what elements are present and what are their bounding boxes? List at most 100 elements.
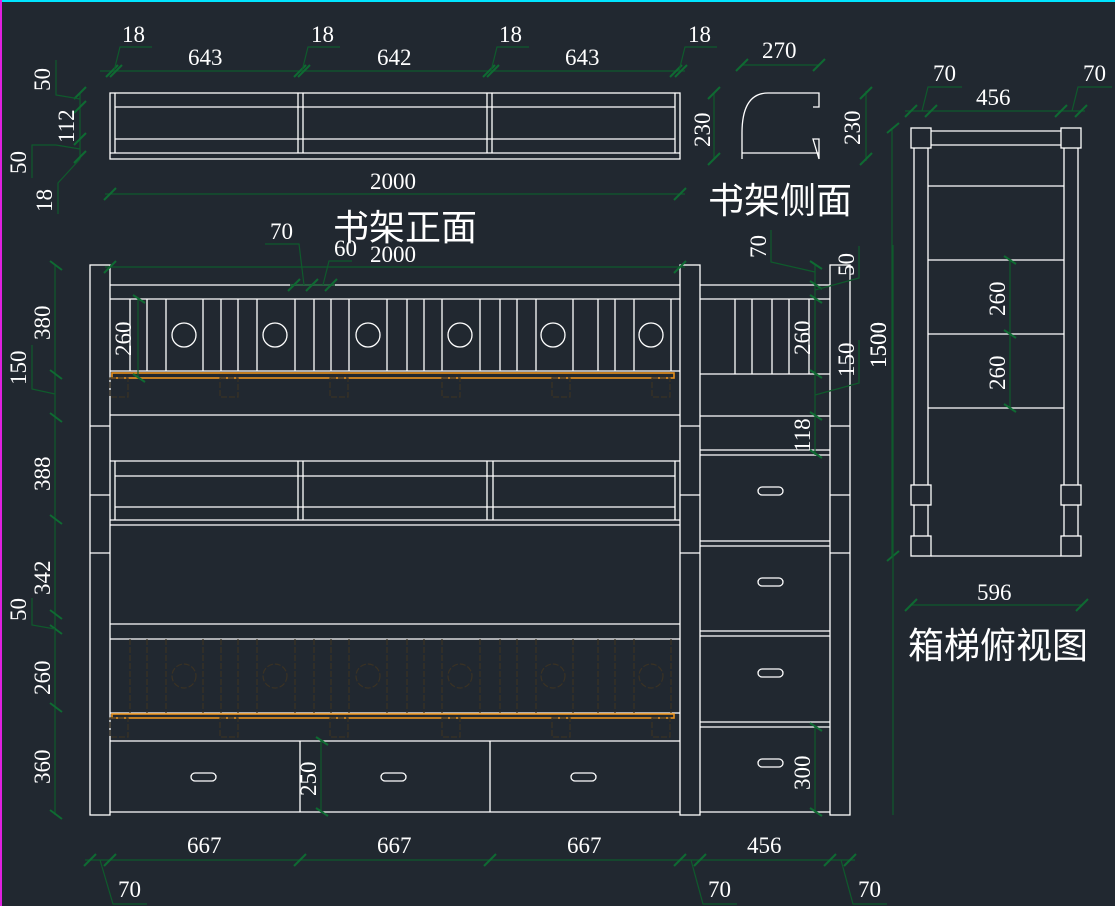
- drawer-handle: [380, 772, 407, 782]
- guard-knob: [262, 322, 288, 348]
- dim-label: 1500: [866, 322, 891, 368]
- hidden-block: [219, 717, 239, 738]
- dim-label: 667: [567, 833, 602, 858]
- hidden-block: [441, 717, 461, 738]
- dim-label: 18: [311, 22, 334, 47]
- viewport-left-border: [0, 0, 2, 906]
- dim-label: 260: [30, 661, 55, 696]
- dim-label: 2000: [370, 169, 416, 194]
- shelf-outline: [109, 92, 681, 160]
- lower-hidden-blocks: [109, 717, 671, 738]
- middle-post: [679, 264, 701, 816]
- dim-label: 1500: [866, 322, 891, 368]
- hidden-block: [219, 377, 239, 398]
- guard-knob: [262, 663, 288, 689]
- guard-knob: [540, 322, 566, 348]
- hidden-block: [109, 377, 129, 398]
- dim-label: 50: [30, 68, 55, 91]
- dim-label: 380: [30, 306, 55, 341]
- dim-label: 150: [834, 343, 859, 378]
- dim-label: 70: [746, 235, 771, 258]
- bed-front-labels: 70 60 2000 380 150 388 342 50 260 360 26…: [6, 219, 891, 902]
- dim-label: 260: [985, 282, 1010, 317]
- guard-knob: [171, 663, 197, 689]
- bed-front-dimensions: [31, 230, 894, 905]
- upper-guard-circles: [171, 322, 664, 348]
- hidden-block: [551, 377, 571, 398]
- dim-label: 260: [111, 322, 136, 357]
- drawer-handle: [570, 772, 597, 782]
- guard-knob: [171, 322, 197, 348]
- dim-label: 456: [976, 85, 1011, 110]
- dim-label: 270: [762, 38, 797, 63]
- guard-knob: [638, 663, 664, 689]
- upper-guard-slats: [129, 299, 672, 371]
- left-post: [89, 264, 111, 816]
- hidden-block: [329, 717, 349, 738]
- lower-mattress-line: [111, 713, 675, 719]
- guard-knob: [638, 322, 664, 348]
- dim-label: 260: [985, 356, 1010, 391]
- dim-label: 50: [6, 151, 31, 174]
- viewport-top-border: [0, 0, 1115, 2]
- dim-label: 642: [377, 45, 412, 70]
- dim-label: 50: [834, 253, 859, 276]
- dim-label: 112: [54, 109, 79, 143]
- dim-label: 18: [688, 22, 711, 47]
- dim-label: 300: [790, 756, 815, 791]
- dim-label: 667: [187, 833, 222, 858]
- dim-label: 70: [933, 61, 956, 86]
- lower-guard-circles-hidden: [171, 663, 664, 689]
- dim-label: 50: [6, 598, 31, 621]
- dim-label: 667: [377, 833, 412, 858]
- dim-label: 18: [122, 22, 145, 47]
- right-post: [829, 264, 851, 816]
- dim-label: 150: [6, 351, 31, 386]
- dim-label: 388: [30, 457, 55, 492]
- drawer-handle: [190, 772, 217, 782]
- lower-guard-slats-hidden: [129, 639, 672, 713]
- shelf-front-view: [109, 92, 681, 160]
- dim-label: 18: [499, 22, 522, 47]
- guard-knob: [447, 663, 473, 689]
- title-shelf-front: 书架正面: [333, 208, 477, 249]
- hidden-block: [109, 717, 129, 738]
- dim-label: 2000: [370, 242, 416, 267]
- dim-label: 456: [747, 833, 782, 858]
- dim-label: 70: [708, 877, 731, 902]
- dim-label: 230: [690, 113, 715, 148]
- drawer-handle: [757, 486, 784, 496]
- dim-label: 643: [565, 45, 600, 70]
- dim-label: 60: [334, 236, 357, 261]
- dim-label: 230: [840, 111, 865, 146]
- dim-label: 596: [977, 580, 1012, 605]
- dim-label: 18: [32, 189, 57, 212]
- dim-label: 70: [270, 219, 293, 244]
- dim-label: 70: [118, 877, 141, 902]
- hidden-block: [551, 717, 571, 738]
- drawer-handle: [757, 668, 784, 678]
- hidden-block: [651, 717, 671, 738]
- hidden-block: [441, 377, 461, 398]
- dim-label: 643: [188, 45, 223, 70]
- guard-knob: [355, 663, 381, 689]
- dim-label: 70: [1083, 61, 1106, 86]
- stair-top-view: 70 456 70 260 260 1500 596 箱梯俯视图: [866, 61, 1112, 667]
- shelf-front-dimensions: [31, 46, 721, 214]
- title-stair-top: 箱梯俯视图: [908, 626, 1088, 667]
- upper-hidden-blocks: [109, 377, 671, 398]
- drawer-handle: [757, 577, 784, 587]
- guard-knob: [447, 322, 473, 348]
- hidden-block: [651, 377, 671, 398]
- dim-label: 118: [790, 418, 815, 452]
- bed-front-view: [89, 264, 851, 816]
- dim-label: 360: [30, 750, 55, 785]
- title-shelf-side: 书架侧面: [708, 181, 852, 222]
- guard-knob: [540, 663, 566, 689]
- hidden-block: [329, 377, 349, 398]
- guard-knob: [355, 322, 381, 348]
- shelf-front-labels: 18 643 18 642 18 643 18 2000 50 112 50 1…: [6, 22, 715, 249]
- dim-label: 250: [296, 762, 321, 797]
